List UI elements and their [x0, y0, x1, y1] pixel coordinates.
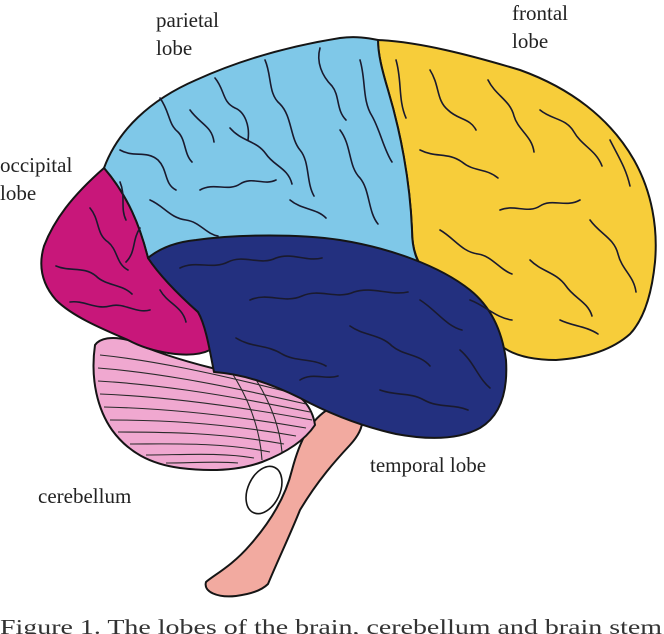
frontal-sulci: [395, 59, 637, 335]
frontal-label-line2: lobe: [512, 29, 548, 53]
temporal-sulci: [179, 255, 491, 411]
figure-caption: Figure 1. The lobes of the brain, cerebe…: [0, 615, 662, 634]
brain-stem-pons-outline: [245, 465, 283, 515]
cerebellum-folia: [97, 354, 313, 464]
frontal-label-line1: frontal: [512, 1, 568, 25]
brain-stem: [204, 407, 364, 598]
parietal-sulci: [119, 47, 393, 237]
cerebellum-label: cerebellum: [38, 484, 131, 508]
parietal-label-line2: lobe: [156, 36, 192, 60]
parietal-label-line1: parietal: [156, 8, 219, 32]
temporal-lobe-region: [147, 234, 508, 439]
occipital-label-line2: lobe: [0, 181, 36, 205]
occipital-sulci: [55, 181, 187, 323]
occipital-label-line1: occipital: [0, 153, 72, 177]
temporal-label: temporal lobe: [370, 453, 486, 477]
